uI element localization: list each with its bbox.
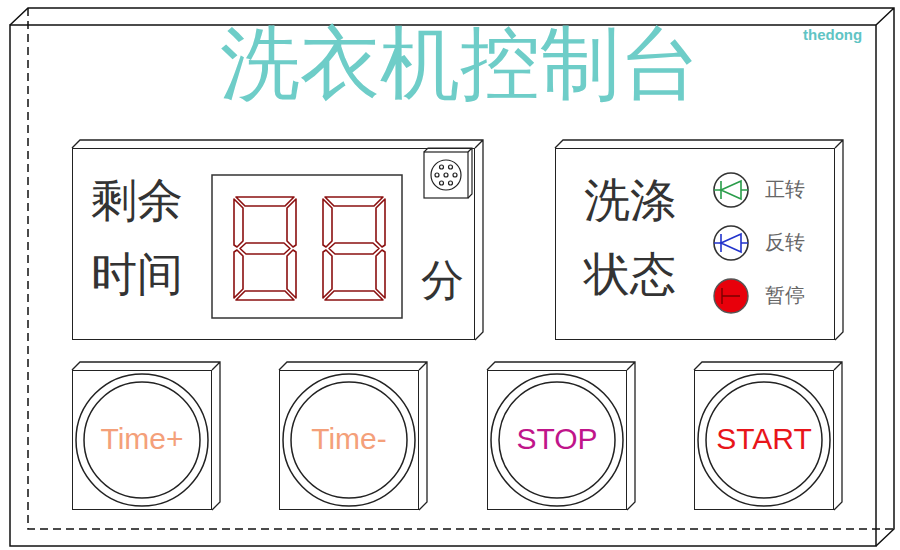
housing: [10, 8, 894, 546]
led-reverse: [714, 226, 748, 260]
bevel-edges: [72, 140, 843, 510]
led-forward: [714, 173, 748, 207]
led-label: 反转: [765, 230, 805, 254]
button-label: Time+: [73, 421, 211, 457]
connector-icon: [424, 148, 472, 198]
panel-heading: 剩余 时间: [91, 164, 192, 311]
led-label: 正转: [765, 177, 805, 201]
panel-heading: 洗涤 状态: [584, 164, 685, 311]
watermark: thedong: [803, 26, 862, 44]
unit-label: 分: [421, 255, 464, 307]
led-label: 暂停: [765, 283, 805, 307]
seven-segment-display: [212, 175, 402, 318]
push-button: Time-: [279, 370, 419, 510]
display-panel: 剩余 时间分: [72, 148, 475, 340]
led-pause: [714, 279, 748, 313]
button-label: Time-: [280, 421, 418, 457]
push-button: START: [694, 370, 834, 510]
push-button: Time+: [72, 370, 212, 510]
push-button: STOP: [487, 370, 627, 510]
button-label: STOP: [488, 421, 626, 457]
button-label: START: [695, 421, 833, 457]
panel-title: 洗衣机控制台: [160, 20, 760, 108]
